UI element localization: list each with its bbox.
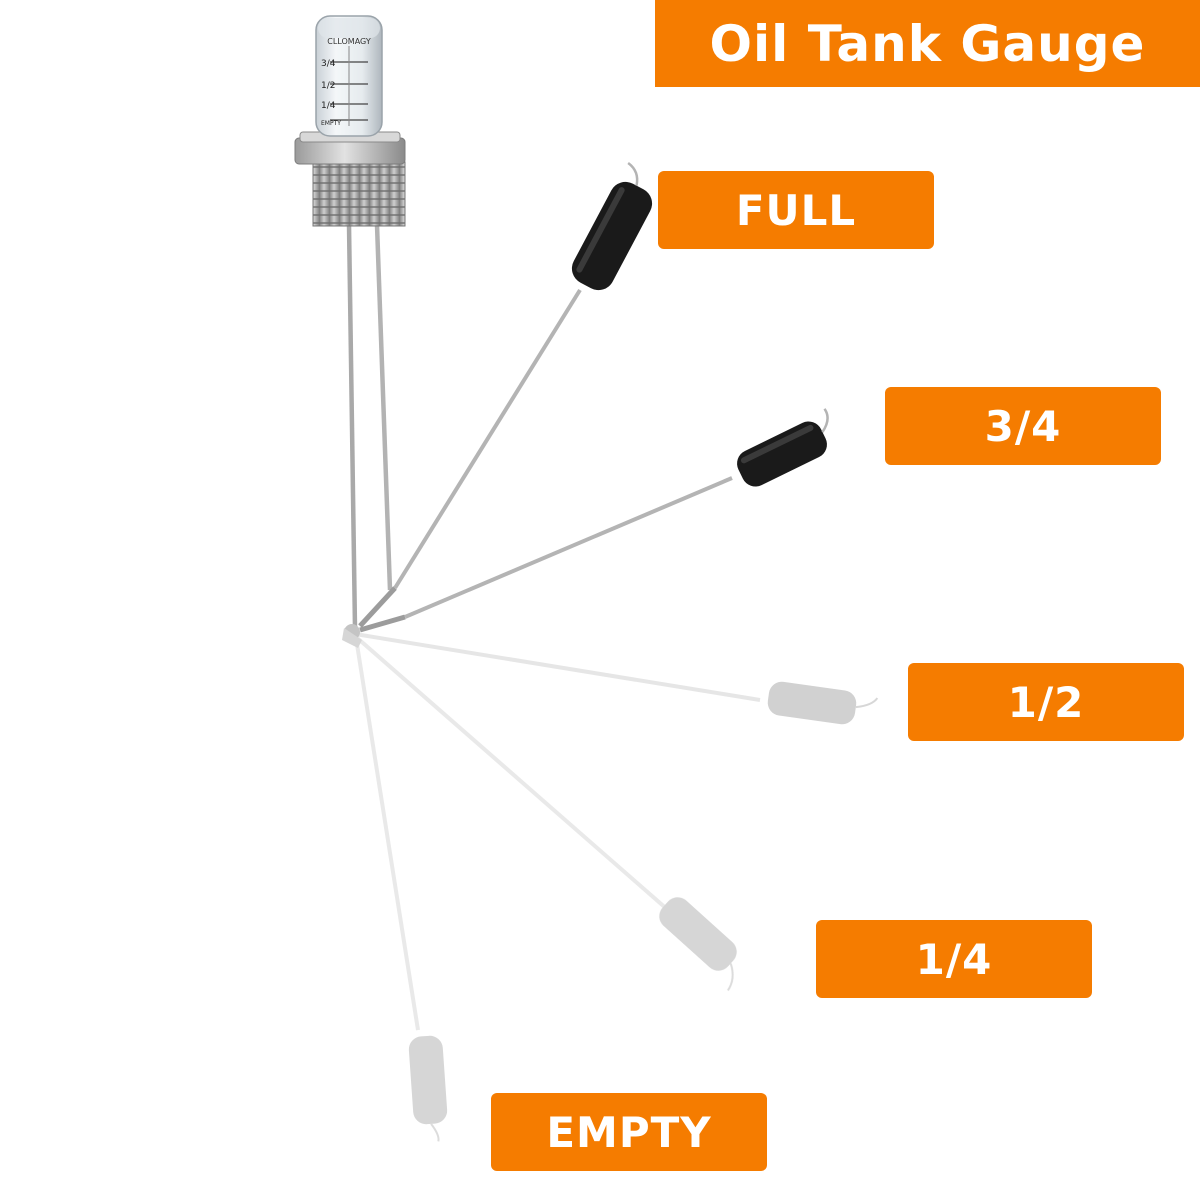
level-label-three-quarter: 3/4 [885,387,1161,465]
gauge-brand: CLLOMAGY [327,37,371,46]
gauge-scale-quarter: 1/4 [321,101,336,111]
ghost-float-quarter [353,634,737,992]
level-label-empty: EMPTY [491,1093,767,1171]
float-three-quarter [359,408,829,633]
level-label-full: FULL [658,171,934,249]
gauge-rods [342,224,393,648]
gauge-scale-empty: EMPTY [321,120,341,127]
level-label-half: 1/2 [908,663,1184,741]
ghost-float-half [354,632,879,725]
sight-tube: CLLOMAGY 3/4 1/2 1/4 EMPTY [315,15,383,137]
gauge-scale-half: 1/2 [321,81,335,91]
gauge-scale-three-quarter: 3/4 [321,59,336,69]
level-label-quarter: 1/4 [816,920,1092,998]
ghost-float-empty [354,637,448,1142]
threaded-fitting [294,131,406,227]
page-title: Oil Tank Gauge [655,0,1200,87]
float-full [358,162,653,628]
